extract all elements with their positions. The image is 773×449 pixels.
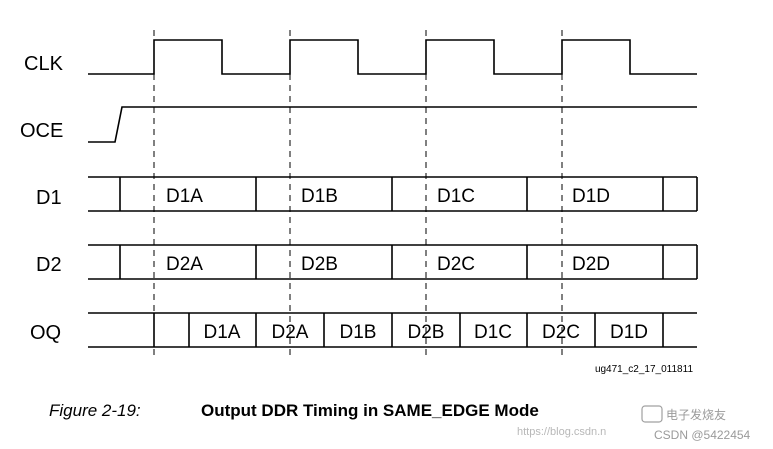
d2-bus <box>88 244 698 280</box>
d2-cell: D2B <box>301 254 338 275</box>
watermark-logo: 电子发烧友 <box>641 405 726 423</box>
oq-cell: D2C <box>542 322 580 343</box>
d1-cell: D1B <box>301 186 338 207</box>
d1-bus <box>88 176 698 212</box>
oq-cell: D1D <box>610 322 648 343</box>
signal-label-d1: D1 <box>36 187 62 209</box>
d2-cell: D2A <box>166 254 203 275</box>
diagram-id: ug471_c2_17_011811 <box>595 364 694 375</box>
d1-cell: D1D <box>572 186 610 207</box>
d2-cell: D2C <box>437 254 475 275</box>
clk-waveform <box>88 39 697 75</box>
oq-cell: D2A <box>272 322 309 343</box>
signal-label-oq: OQ <box>30 322 61 344</box>
oce-waveform <box>88 106 697 143</box>
figure-number: Figure 2-19: <box>49 401 141 420</box>
signal-label-d2: D2 <box>36 254 62 276</box>
oq-cell: D1B <box>340 322 377 343</box>
watermark-blog-url: https://blog.csdn.n <box>517 426 606 438</box>
signal-label-clk: CLK <box>24 53 64 75</box>
watermark-site-name: 电子发烧友 <box>666 407 726 422</box>
d1-cell: D1C <box>437 186 475 207</box>
oq-cell: D2B <box>408 322 445 343</box>
oq-cell: D1A <box>204 322 241 343</box>
d1-cell: D1A <box>166 186 203 207</box>
watermark-author: CSDN @5422454 <box>654 428 751 442</box>
signal-label-oce: OCE <box>20 120 63 142</box>
d2-cell: D2D <box>572 254 610 275</box>
oq-bus <box>88 312 697 348</box>
oq-cell: D1C <box>474 322 512 343</box>
figure-title: Output DDR Timing in SAME_EDGE Mode <box>201 401 539 420</box>
